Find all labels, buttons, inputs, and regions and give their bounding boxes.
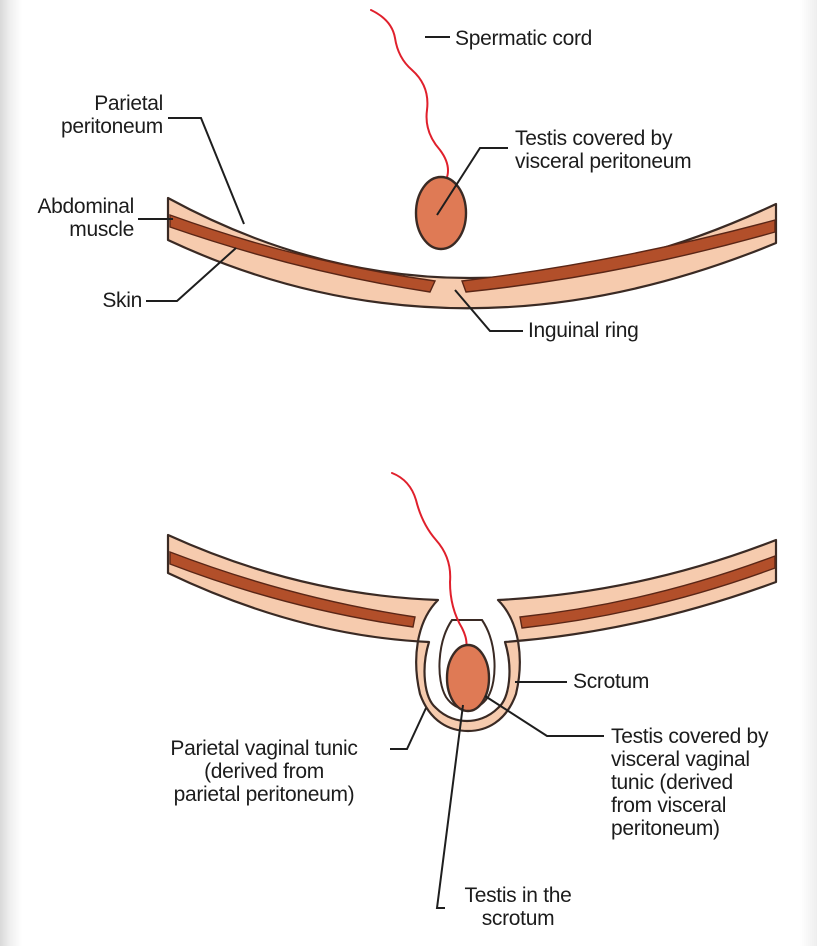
leader-parietal-vaginal-tunic [390,708,426,749]
label-inguinal-ring: Inguinal ring [528,319,639,342]
bottom-testis [447,645,489,711]
top-spermatic-cord [371,10,448,180]
label-scrotum: Scrotum [573,670,649,693]
leader-testis-in-scrotum [437,705,463,908]
bottom-diagram [168,473,776,908]
label-skin: Skin [102,289,142,312]
label-spermatic-cord: Spermatic cord [455,27,592,50]
top-testis [416,177,466,249]
